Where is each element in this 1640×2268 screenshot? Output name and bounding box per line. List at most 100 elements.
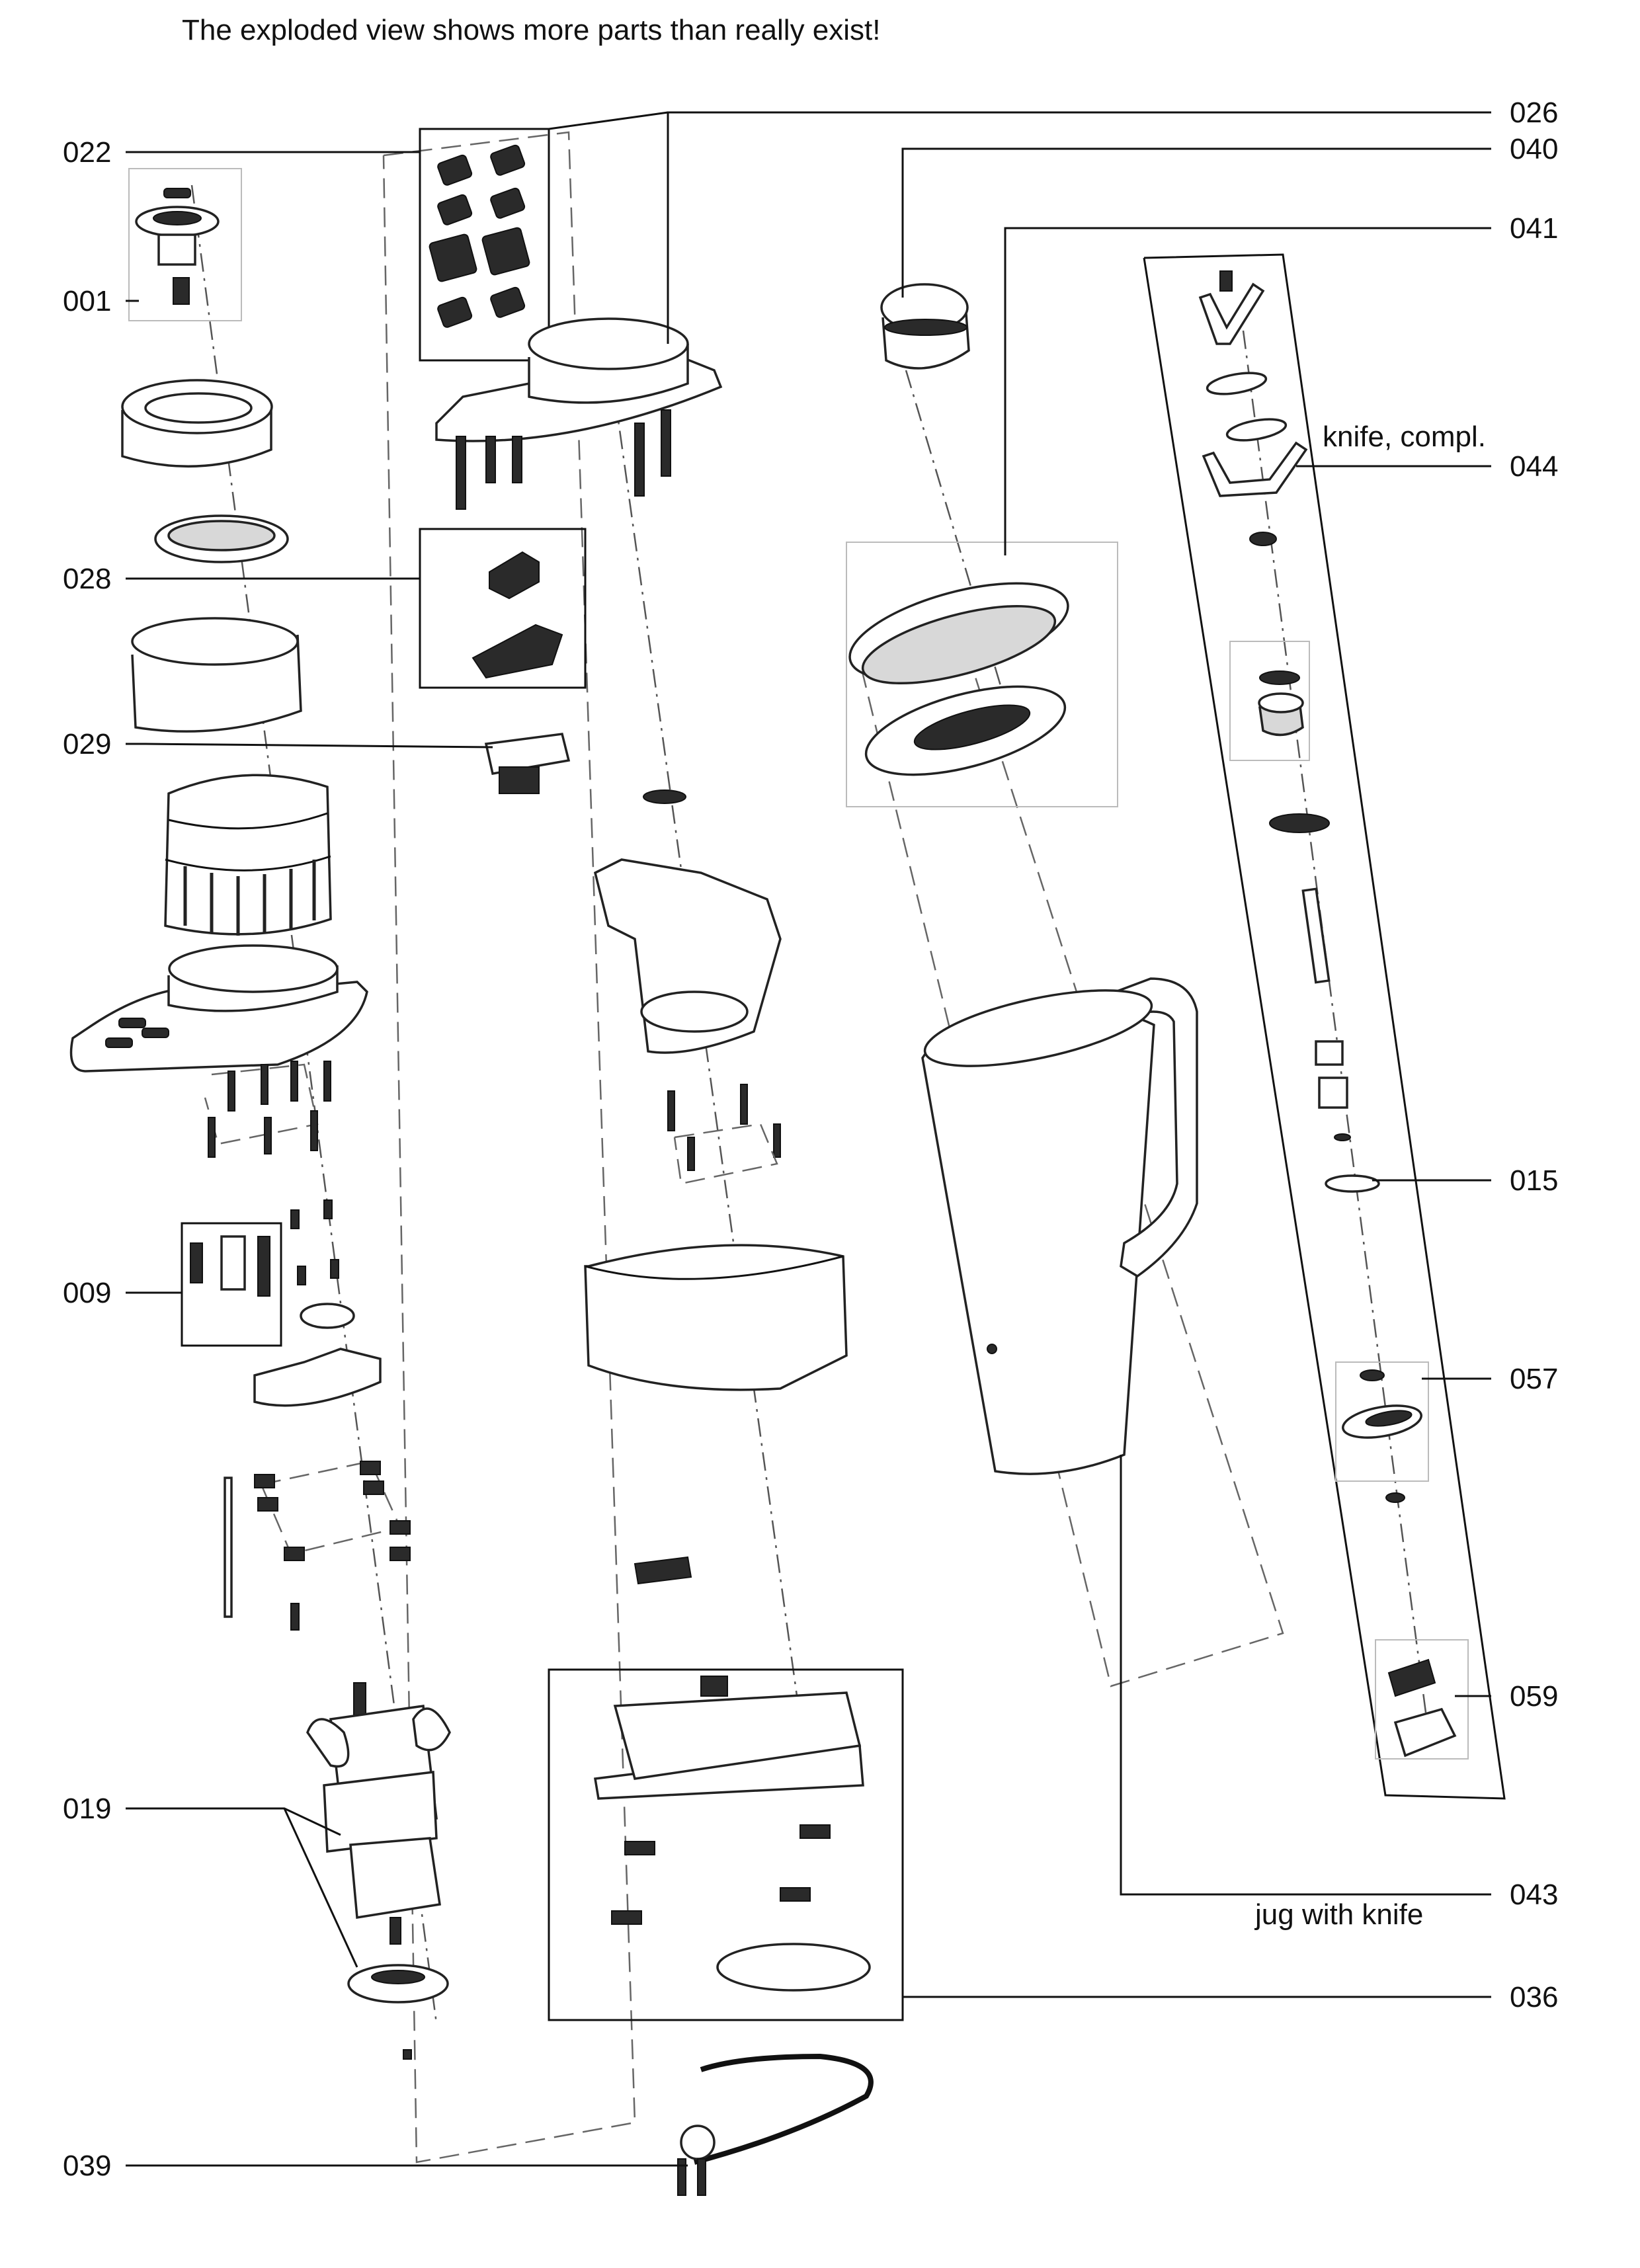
part-041-lid-assembly [846,542,1118,807]
leader-026b [548,111,669,130]
callout-022: 022 [63,136,111,169]
part-019-motor [306,1682,451,2060]
motor-unit-outline [382,131,636,2164]
callout-059: 059 [1510,1680,1558,1713]
callout-036: 036 [1510,1981,1558,2013]
annotation-knife: knife, compl. [1323,421,1486,453]
knife-disc-2 [1225,418,1288,442]
part-029-pcb [484,733,571,794]
cover-screw-pattern [673,1123,778,1185]
part-base-plate [69,944,368,1073]
bottom-cover-disc [716,1943,871,1992]
cover-screws [667,1084,781,1171]
group-frame-001 [128,168,242,321]
jug-marker-dot [987,1344,997,1354]
annotation-labels: knife, compl. jug with knife [1254,421,1486,1931]
motor-rotor-end [349,1837,441,1920]
part-040-jug-lid [880,283,970,370]
assembly-outlines [382,131,1284,2164]
cord-clamp [700,1676,728,1697]
coupling-rib-1 [165,855,331,871]
base-plate-vents [105,1018,169,1048]
part-001-switch-knob [128,168,242,321]
leader-040 [901,147,1491,298]
motor-field-coil [323,1771,438,1853]
callout-015: 015 [1510,1164,1558,1197]
coupling-057-hub [1365,1410,1413,1427]
base-plate-collar-top [168,944,339,993]
knife-blade-top [1198,282,1265,345]
pcb-board [484,733,571,776]
coupling-grip-lines [183,860,316,936]
callout-043: 043 [1510,1879,1558,1911]
coupling-body [164,774,332,936]
feet-pads [429,144,530,328]
part-028-switch-set [419,528,587,689]
group-frame-041 [846,542,1118,807]
coupling-059-lower [1393,1707,1457,1758]
lid-seal [884,319,967,336]
bushing-2 [1318,1076,1348,1109]
callout-029: 029 [63,728,111,760]
coupling-057-nut [1385,1492,1405,1503]
knob-cap [163,188,191,198]
motor-bracket-left [306,1718,350,1768]
callout-044: 044 [1510,450,1558,483]
cord-loop [693,2053,874,2165]
jug-handle [1096,977,1198,1278]
part-lower-housing [584,1244,848,1391]
plug-pin-1 [677,2158,686,2196]
lower-housing-rim [585,1255,844,1280]
jug-rim [923,989,1153,1067]
cord-clip [634,1556,692,1585]
part-screws-lower [204,1061,331,1158]
pcb-component [499,766,540,794]
knife-blade-main [1202,441,1308,497]
bearing-housing-top [1258,692,1304,713]
callout-041: 041 [1510,212,1558,245]
cover-shell-bottom [640,991,749,1033]
switch-lower [472,624,563,679]
lid-ring-2 [861,604,1057,685]
motor-shaft-bottom [390,1917,401,1945]
group-frame-bearing [1229,641,1310,761]
callout-040: 040 [1510,133,1558,165]
part-026-jug-base-coupling [435,317,723,510]
screws-set-1 [208,1061,331,1158]
motor-base-disc-hub [371,1970,425,1984]
coupling-tower-top [528,317,689,370]
knob-pin [173,277,190,305]
seal-ring-inner [167,520,276,551]
part-motor-coupling-housing [164,774,332,936]
knob-body [157,233,196,266]
callout-labels: 022 001 028 029 009 019 039 026 040 041 … [63,97,1558,2182]
part-022-feet-set [419,128,550,362]
cover-ring-inner [144,392,253,424]
leader-lines [126,111,1491,2167]
bottom-plate-top [613,1691,862,1780]
part-sealing-ring [154,514,289,563]
jug-outline [858,594,1284,1687]
gear-bracket [253,1348,382,1407]
leader-041 [1004,227,1491,555]
brush-carbon [257,1236,270,1297]
leader-019b [283,1808,358,1968]
leader-029 [126,743,493,749]
gear-ring [300,1303,355,1329]
knife-blade-cap [1219,270,1233,292]
callout-001: 001 [63,285,111,317]
motor-washer [403,2049,412,2060]
lower-housing-body [584,1244,848,1391]
box-028 [419,528,587,689]
bushing-1 [1315,1040,1344,1066]
part-039-power-cord [677,2053,874,2196]
knife-column [1143,253,1506,1800]
axis-middle [614,396,801,1720]
jug-body [921,1005,1155,1475]
part-gear-ring [253,1199,382,1407]
knife-seal [1269,813,1330,833]
box-036 [548,1668,904,2021]
knob-disc-top [153,211,202,225]
motor-bracket-right [412,1707,451,1752]
cord-strain-relief [680,2125,716,2160]
